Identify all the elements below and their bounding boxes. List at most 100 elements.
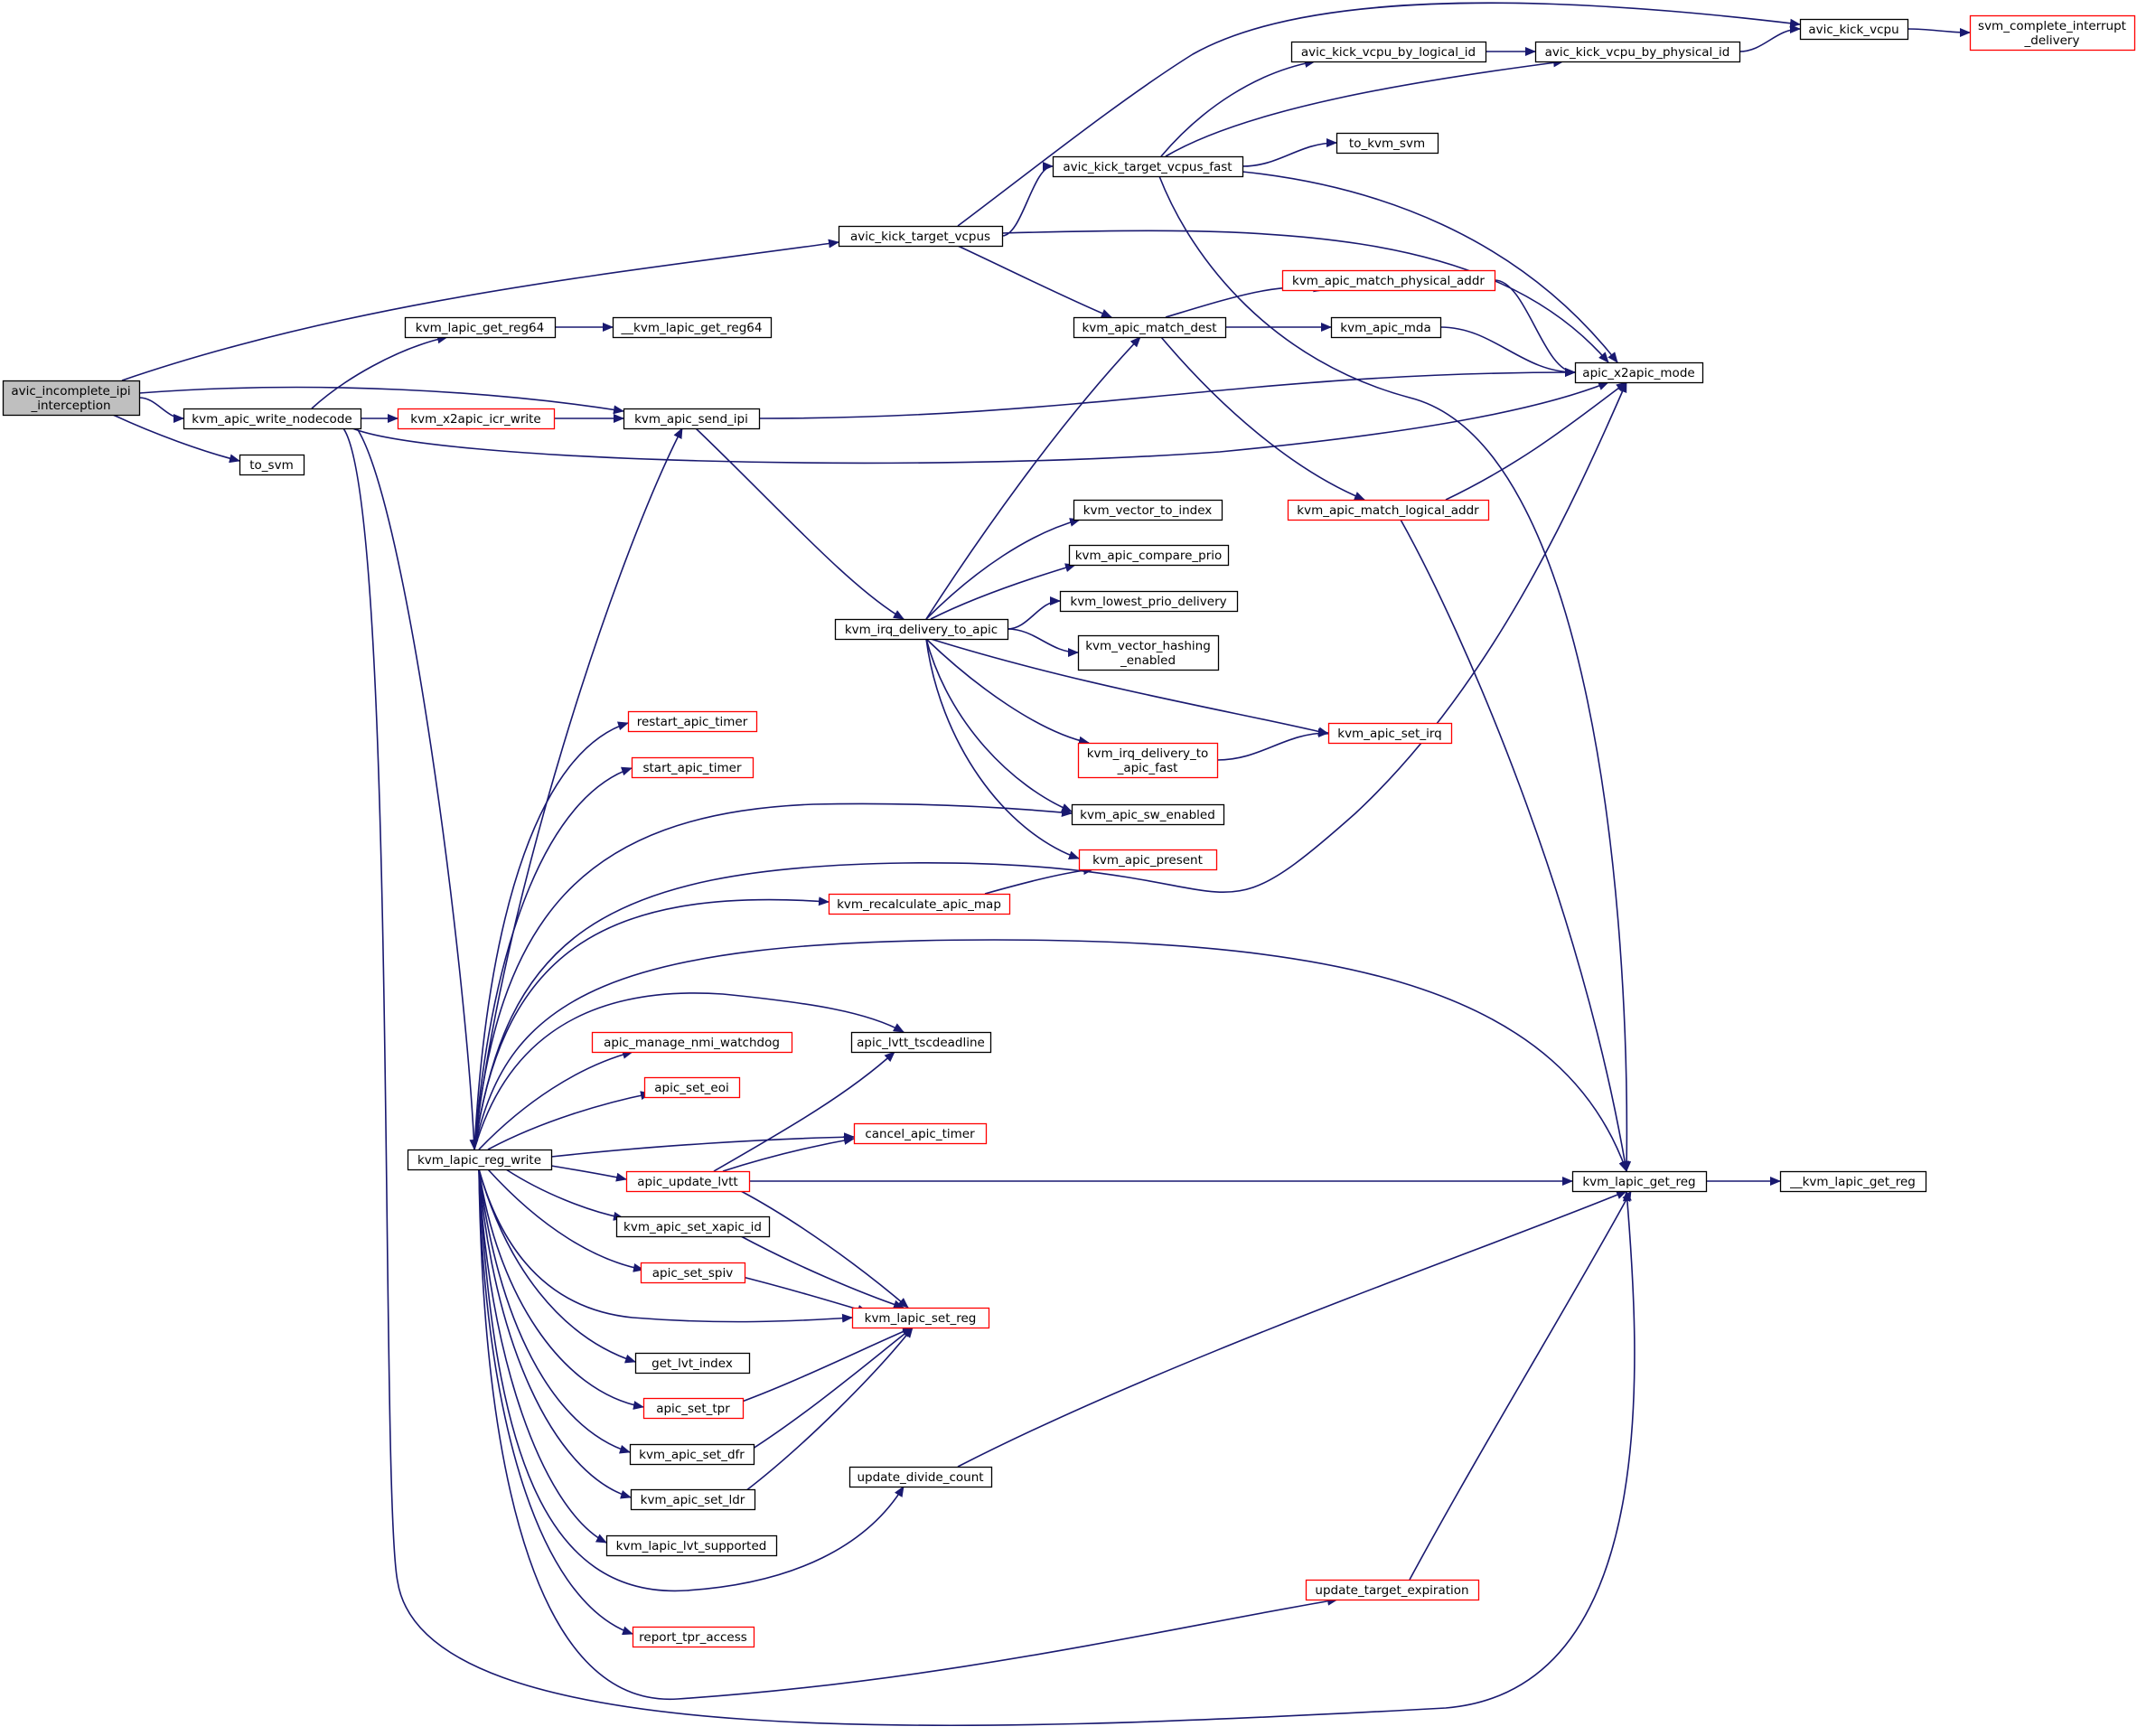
node-kvm-apic-set-dfr[interactable]: kvm_apic_set_dfr — [629, 1443, 755, 1466]
node-box — [1077, 742, 1219, 779]
node-apic-update-lvtt[interactable]: apic_update_lvtt — [625, 1170, 751, 1193]
node-kvm-apic-match-logical-addr[interactable]: kvm_apic_match_logical_addr — [1287, 499, 1490, 521]
node-report-tpr-access[interactable]: report_tpr_access — [632, 1626, 755, 1648]
node-kvm-lapic-get-reg[interactable]: __kvm_lapic_get_reg — [1779, 1170, 1927, 1193]
edge-avic_incomplete-to-send_ipi — [138, 386, 624, 415]
node-kvm-apic-set-xapic-id[interactable]: kvm_apic_set_xapic_id — [615, 1215, 771, 1238]
edge-reg_write-to-report_tpr — [478, 1168, 633, 1636]
node-box — [1073, 499, 1223, 521]
edge-send_ipi-to-x2apic_mode — [758, 368, 1576, 419]
node-restart-apic-timer[interactable]: restart_apic_timer — [627, 710, 758, 733]
node-box — [1290, 41, 1487, 63]
edge-irq_to_apic-to-match_dest — [925, 336, 1141, 620]
node-apic-lvtt-tscdeadline[interactable]: apic_lvtt_tscdeadline — [850, 1031, 992, 1054]
node-kvm-apic-set-irq[interactable]: kvm_apic_set_irq — [1327, 722, 1453, 745]
node-apic-set-tpr[interactable]: apic_set_tpr — [642, 1397, 745, 1420]
edge-recalc_map-to-apic_present — [984, 866, 1094, 895]
node-apic-x2apic-mode[interactable]: apic_x2apic_mode — [1574, 361, 1704, 384]
node-svm-complete-interrupt-delivery[interactable]: svm_complete_interrupt_delivery — [1969, 14, 2136, 52]
node-kvm-x2apic-icr-write[interactable]: kvm_x2apic_icr_write — [397, 408, 556, 430]
node-cancel-apic-timer[interactable]: cancel_apic_timer — [853, 1122, 988, 1145]
node-avic-kick-target-vcpus-fast[interactable]: avic_kick_target_vcpus_fast — [1052, 155, 1244, 178]
node-avic-kick-vcpu-by-logical-id[interactable]: avic_kick_vcpu_by_logical_id — [1290, 41, 1487, 63]
node-update-divide-count[interactable]: update_divide_count — [848, 1466, 993, 1488]
node-apic-set-spiv[interactable]: apic_set_spiv — [640, 1262, 746, 1284]
node-label: apic_manage_nmi_watchdog — [604, 1036, 780, 1050]
node-label: kvm_lapic_lvt_supported — [616, 1539, 767, 1553]
node-label: kvm_apic_send_ipi — [634, 412, 748, 427]
node-kvm-apic-sw-enabled[interactable]: kvm_apic_sw_enabled — [1071, 803, 1225, 826]
node-kvm-apic-send-ipi[interactable]: kvm_apic_send_ipi — [623, 408, 761, 430]
node-label: update_target_expiration — [1315, 1583, 1468, 1598]
node-label: avic_kick_vcpu_by_physical_id — [1545, 45, 1730, 60]
edge-send_ipi-to-irq_to_apic — [695, 427, 904, 620]
node-box — [623, 408, 761, 430]
edge-reg_write-to-update_lvtt — [550, 1165, 627, 1182]
node-label: update_divide_count — [857, 1470, 983, 1485]
node-avic-kick-vcpu-by-physical-id[interactable]: avic_kick_vcpu_by_physical_id — [1534, 41, 1741, 63]
node-box — [1059, 590, 1239, 613]
node-update-target-expiration[interactable]: update_target_expiration — [1305, 1579, 1480, 1601]
node-kvm-apic-mda[interactable]: kvm_apic_mda — [1330, 316, 1442, 339]
node-kvm-apic-match-dest[interactable]: kvm_apic_match_dest — [1073, 316, 1227, 339]
node-kvm-vector-to-index[interactable]: kvm_vector_to_index — [1073, 499, 1223, 521]
node-kvm-lapic-get-reg64[interactable]: kvm_lapic_get_reg64 — [404, 316, 557, 339]
node-label: avic_kick_target_vcpus — [850, 230, 990, 244]
node-kvm-lowest-prio-delivery[interactable]: kvm_lowest_prio_delivery — [1059, 590, 1239, 613]
node-kvm-apic-present[interactable]: kvm_apic_present — [1078, 849, 1218, 871]
node-label: kvm_lapic_set_reg — [865, 1311, 977, 1326]
node-box — [640, 1262, 746, 1284]
node-avic-kick-vcpu[interactable]: avic_kick_vcpu — [1799, 18, 1909, 41]
edge-irq_to_apic-to-vector_to_index — [925, 518, 1081, 620]
node-kvm-apic-match-physical-addr[interactable]: kvm_apic_match_physical_addr — [1281, 269, 1496, 292]
node-avic-incomplete-ipi-interception[interactable]: avic_incomplete_ipi_interception — [2, 380, 141, 417]
edge-kick_target_fast-to-kick_by_physical — [1165, 58, 1564, 157]
node-label: kvm_vector_hashing — [1085, 639, 1211, 653]
edge-apic_mda-to-x2apic_mode — [1439, 326, 1576, 377]
node-get-lvt-index[interactable]: get_lvt_index — [634, 1352, 751, 1375]
edge-reg_write-to-restart_timer — [473, 721, 629, 1150]
node-box — [1779, 1170, 1927, 1193]
edge-irq_to_apic_fast-to-set_irq — [1216, 728, 1329, 761]
node-box — [834, 618, 1009, 641]
node-kvm-apic-compare-prio[interactable]: kvm_apic_compare_prio — [1068, 544, 1230, 567]
edge-avic_incomplete-to-kick_target_vcpus — [121, 239, 839, 381]
node-kvm-irq-delivery-to-apic-fast[interactable]: kvm_irq_delivery_to_apic_fast — [1077, 742, 1219, 779]
node-kvm-apic-set-ldr[interactable]: kvm_apic_set_ldr — [630, 1488, 756, 1511]
node-label: avic_kick_vcpu_by_logical_id — [1301, 45, 1476, 60]
edge-kick_target_fast-to-kick_by_logical — [1160, 59, 1316, 157]
node-to-kvm-svm[interactable]: to_kvm_svm — [1336, 132, 1439, 155]
edge-kick_target_vcpus-to-x2apic_mode — [1001, 230, 1609, 363]
node-avic-kick-target-vcpus[interactable]: avic_kick_target_vcpus — [838, 225, 1004, 248]
edge-reg_write-to-sw_enabled — [473, 802, 1073, 1150]
node-label: apic_set_spiv — [652, 1266, 734, 1281]
node-box — [407, 1149, 553, 1171]
node-apic-set-eoi[interactable]: apic_set_eoi — [643, 1076, 741, 1099]
node-label: kvm_irq_delivery_to_apic — [845, 623, 998, 637]
edge-set_xapic_id-to-set_reg — [740, 1235, 904, 1309]
nodes: avic_incomplete_ipi_interception kvm_apic… — [2, 14, 2136, 1648]
node-box — [1574, 361, 1704, 384]
node-kvm-apic-write-nodecode[interactable]: kvm_apic_write_nodecode — [183, 408, 362, 430]
node-box — [838, 225, 1004, 248]
node-label: kvm_lapic_reg_write — [417, 1153, 541, 1168]
edge-reg_write-to-x2apic_mode — [473, 381, 1627, 1150]
node-start-apic-timer[interactable]: start_apic_timer — [631, 756, 755, 779]
node-kvm-recalculate-apic-map[interactable]: kvm_recalculate_apic_map — [828, 893, 1011, 915]
node-to-svm[interactable]: to_svm — [239, 454, 305, 476]
node-kvm-lapic-get-reg64[interactable]: __kvm_lapic_get_reg64 — [612, 316, 773, 339]
edge-write_nodecode-to-get_reg — [342, 427, 1636, 1727]
node-kvm-lapic-reg-write[interactable]: kvm_lapic_reg_write — [407, 1149, 553, 1171]
node-kvm-irq-delivery-to-apic[interactable]: kvm_irq_delivery_to_apic — [834, 618, 1009, 641]
edge-irq_to_apic-to-vector_hashing — [1007, 628, 1079, 657]
node-kvm-lapic-get-reg[interactable]: kvm_lapic_get_reg — [1571, 1170, 1708, 1193]
node-label: _apic_fast — [1117, 761, 1178, 775]
node-kvm-lapic-lvt-supported[interactable]: kvm_lapic_lvt_supported — [605, 1534, 778, 1557]
node-box — [848, 1466, 993, 1488]
node-box — [629, 1443, 755, 1466]
edge-match_dest-to-match_physical — [1165, 283, 1325, 318]
node-apic-manage-nmi-watchdog[interactable]: apic_manage_nmi_watchdog — [591, 1031, 793, 1054]
node-kvm-vector-hashing-enabled[interactable]: kvm_vector_hashing_enabled — [1077, 634, 1220, 671]
node-kvm-lapic-set-reg[interactable]: kvm_lapic_set_reg — [851, 1307, 990, 1329]
